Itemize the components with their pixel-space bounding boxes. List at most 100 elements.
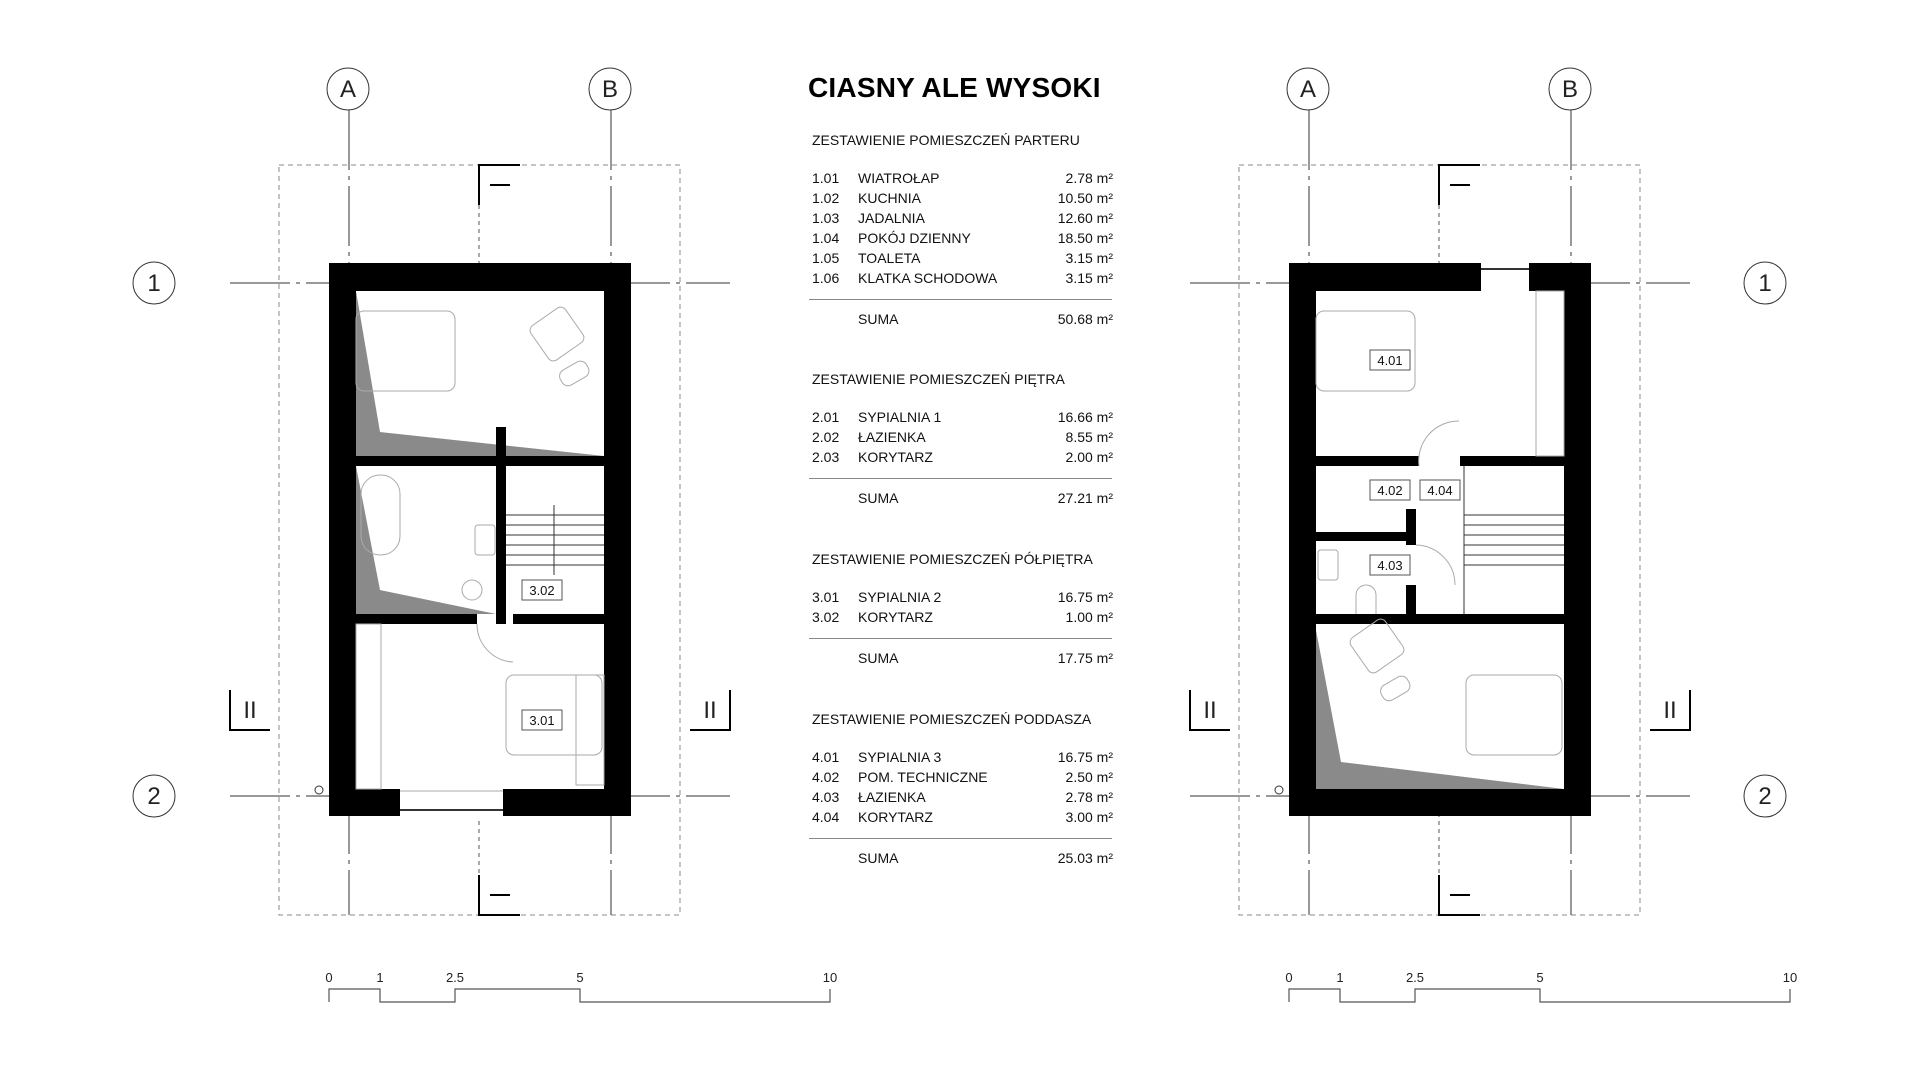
grid-1-right: 1: [1758, 270, 1771, 297]
room-area: 2.50 m²: [1065, 769, 1113, 785]
room-no: 1.03: [812, 210, 840, 226]
room-name: WIATROŁAP: [858, 170, 940, 186]
room-name: SYPIALNIA 2: [858, 589, 942, 605]
svg-text:10: 10: [1783, 970, 1797, 985]
room-area: 16.66 m²: [1057, 409, 1113, 425]
svg-text:0: 0: [1285, 970, 1292, 985]
scale-bar-labels: 0 1 2.5 5 10 0 1 2.5 5 10: [325, 970, 1797, 985]
section-mark: II: [243, 697, 256, 724]
svg-text:1: 1: [376, 970, 383, 985]
room-no: 2.03: [812, 449, 840, 465]
svg-text:3.02: 3.02: [529, 583, 554, 598]
section-mark: II: [1203, 697, 1216, 724]
room-name: KUCHNIA: [858, 190, 922, 206]
room-area: 2.00 m²: [1065, 449, 1113, 465]
room-name: KORYTARZ: [858, 449, 933, 465]
room-name: POM. TECHNICZNE: [858, 769, 988, 785]
schedule-row: 3.01 SYPIALNIA 2 16.75 m²: [812, 589, 1113, 607]
grid-labels: A B A B 1 2 1 2 II II II II: [147, 76, 1771, 810]
sum-row: SUMA 17.75 m²: [812, 650, 1113, 668]
section-heading: ZESTAWIENIE POMIESZCZEŃ PODDASZA: [812, 711, 1092, 727]
grid-2-right: 2: [1758, 783, 1771, 810]
room-no: 4.01: [812, 749, 840, 765]
room-no: 3.01: [812, 589, 840, 605]
sum-label: SUMA: [858, 650, 899, 666]
room-area: 3.15 m²: [1065, 250, 1113, 266]
room-name: SYPIALNIA 3: [858, 749, 942, 765]
room-no: 1.01: [812, 170, 840, 186]
room-area: 16.75 m²: [1057, 589, 1113, 605]
svg-text:2.5: 2.5: [1406, 970, 1424, 985]
svg-text:10: 10: [823, 970, 837, 985]
room-area: 10.50 m²: [1057, 190, 1113, 206]
room-no: 1.04: [812, 230, 840, 246]
room-label-4-03: 4.03: [1369, 554, 1411, 576]
sum-label: SUMA: [858, 311, 899, 327]
room-area: 2.78 m²: [1065, 789, 1113, 805]
room-no: 4.04: [812, 809, 840, 825]
sum-divider: [809, 478, 1112, 479]
room-name: SYPIALNIA 1: [858, 409, 942, 425]
schedule-row: 2.03 KORYTARZ 2.00 m²: [812, 449, 1113, 467]
svg-text:0: 0: [325, 970, 332, 985]
sum-divider: [809, 299, 1112, 300]
section-heading: ZESTAWIENIE POMIESZCZEŃ PARTERU: [812, 132, 1080, 148]
svg-text:5: 5: [576, 970, 583, 985]
room-name: POKÓJ DZIENNY: [858, 230, 971, 246]
room-label-3-01: 3.01: [521, 709, 563, 731]
sum-row: SUMA 50.68 m²: [812, 311, 1113, 329]
room-name: KORYTARZ: [858, 809, 933, 825]
sum-value: 27.21 m²: [1057, 490, 1113, 506]
room-area: 2.78 m²: [1065, 170, 1113, 186]
svg-text:2.5: 2.5: [446, 970, 464, 985]
room-name: ŁAZIENKA: [858, 429, 926, 445]
grid-1-left: 1: [147, 270, 160, 297]
sum-value: 17.75 m²: [1057, 650, 1113, 666]
svg-text:4.03: 4.03: [1377, 558, 1402, 573]
sum-divider: [809, 638, 1112, 639]
sum-value: 50.68 m²: [1057, 311, 1113, 327]
room-area: 12.60 m²: [1057, 210, 1113, 226]
grid-b-right: B: [1562, 76, 1578, 103]
grid-b-left: B: [602, 76, 618, 103]
grid-a-right: A: [1300, 76, 1316, 103]
section-mark: II: [703, 697, 716, 724]
room-no: 2.01: [812, 409, 840, 425]
schedule-row: 4.02 POM. TECHNICZNE 2.50 m²: [812, 769, 1113, 787]
sum-value: 25.03 m²: [1057, 850, 1113, 866]
room-no: 1.05: [812, 250, 840, 266]
grid-a-left: A: [340, 76, 356, 103]
grid-2-left: 2: [147, 783, 160, 810]
svg-text:4.02: 4.02: [1377, 483, 1402, 498]
svg-text:4.01: 4.01: [1377, 353, 1402, 368]
schedule-row: 2.01 SYPIALNIA 1 16.66 m²: [812, 409, 1113, 427]
schedule-row: 1.01 WIATROŁAP 2.78 m²: [812, 170, 1113, 188]
svg-text:3.01: 3.01: [529, 713, 554, 728]
plan-right: 4.01 4.02 4.04 4.03: [1189, 67, 1791, 1003]
room-no: 1.06: [812, 270, 840, 286]
svg-text:5: 5: [1536, 970, 1543, 985]
room-name: KORYTARZ: [858, 609, 933, 625]
room-area: 1.00 m²: [1065, 609, 1113, 625]
room-area: 3.15 m²: [1065, 270, 1113, 286]
room-area: 18.50 m²: [1057, 230, 1113, 246]
page-title: CIASNY ALE WYSOKI: [808, 72, 1101, 103]
room-no: 4.03: [812, 789, 840, 805]
room-label-4-01: 4.01: [1369, 349, 1411, 371]
section-heading: ZESTAWIENIE POMIESZCZEŃ PÓŁPIĘTRA: [812, 551, 1093, 567]
room-label-4-02: 4.02: [1369, 479, 1411, 501]
room-no: 4.02: [812, 769, 840, 785]
svg-text:4.04: 4.04: [1427, 483, 1452, 498]
room-no: 2.02: [812, 429, 840, 445]
